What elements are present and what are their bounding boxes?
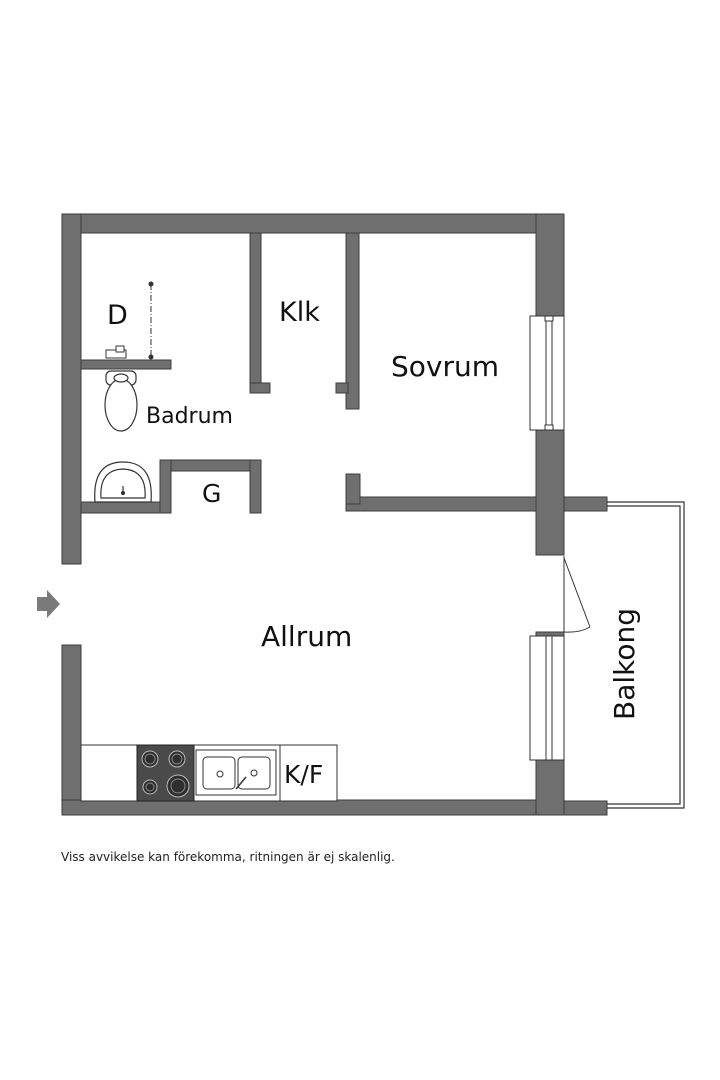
wall-bath-right-foot: [249, 382, 271, 394]
wall-klk-right-foot: [335, 382, 349, 394]
window-sovrum: [529, 315, 565, 431]
wall-g-top: [159, 459, 262, 472]
wall-right-1: [535, 213, 565, 317]
room-label-kf: K/F: [284, 760, 323, 789]
entrance-arrow-icon: [37, 590, 60, 618]
room-label-g: G: [202, 479, 221, 508]
room-label-sovrum: Sovrum: [391, 350, 499, 383]
wall-sovrum-stub: [345, 473, 361, 505]
window-allrum: [529, 635, 565, 761]
shower-icon: [105, 281, 154, 360]
wall-right-3: [535, 759, 565, 816]
wall-balcony-top-stub: [563, 496, 608, 512]
toilet-icon: [104, 370, 138, 432]
wall-left-lower: [61, 644, 82, 816]
wall-balcony-bottom-stub: [563, 800, 608, 816]
room-label-allrum: Allrum: [261, 620, 352, 653]
wall-right-stub: [535, 631, 565, 637]
wall-bath-bottom: [80, 501, 172, 514]
sink-icon: [94, 461, 152, 503]
room-label-badrum: Badrum: [146, 404, 233, 429]
room-label-d: D: [107, 300, 128, 331]
balcony-outline: [607, 501, 685, 809]
wall-klk-right: [345, 232, 360, 410]
wall-g-left: [159, 459, 172, 514]
wall-sovrum-bottom: [345, 496, 537, 512]
walls: [61, 213, 608, 816]
stove-icon: [136, 744, 195, 802]
balcony-door: [563, 556, 591, 633]
wall-left-upper: [61, 213, 82, 565]
wall-g-right: [249, 459, 262, 514]
room-label-klk: Klk: [279, 297, 320, 328]
wall-top: [61, 213, 565, 234]
kitchen-sink-icon: [195, 749, 277, 796]
room-label-balkong: Balkong: [608, 608, 641, 720]
wall-bottom: [61, 799, 565, 816]
wall-shower-shelf: [80, 359, 172, 370]
wall-right-2: [535, 429, 565, 556]
disclaimer-text: Viss avvikelse kan förekomma, ritningen …: [61, 850, 395, 864]
wall-bath-right: [249, 232, 262, 393]
